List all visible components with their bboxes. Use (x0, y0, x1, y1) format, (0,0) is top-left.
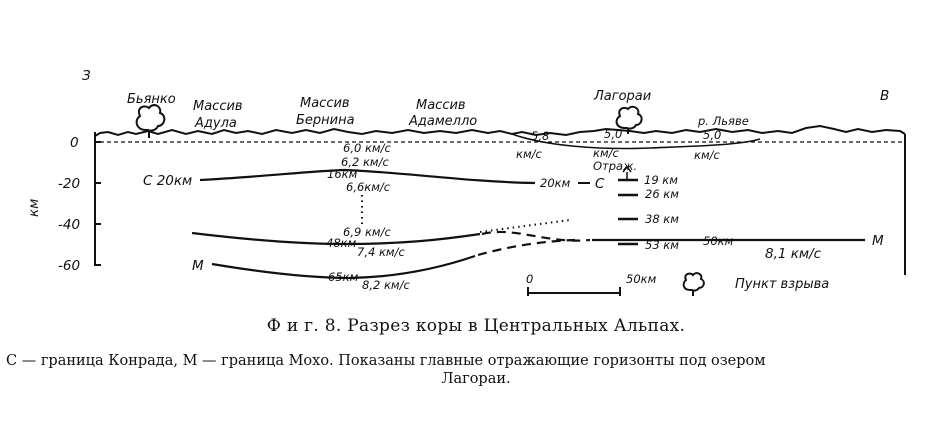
tick-label-40: -40 (58, 217, 80, 233)
reflection-26: 26 км (645, 187, 679, 201)
place-adula-2: Адула (194, 116, 237, 131)
figure-caption-note: С — граница Конрада, М — граница Мохо. П… (6, 352, 946, 388)
place-bernina-2: Бернина (296, 113, 355, 128)
place-byanko: Бьянко (127, 92, 176, 107)
velocity-5-8: 5,8 (531, 129, 549, 143)
conrad-boundary (199, 168, 536, 185)
tick-label-0: 0 (70, 135, 79, 151)
velocity-6-0: 6,0 км/с (343, 141, 391, 155)
intermediate-boundary-dotted (479, 219, 571, 233)
axis-unit-label: км (26, 199, 42, 217)
reflection-arrow-head (622, 165, 632, 173)
depth-20: 20км (540, 176, 571, 190)
depth-50: 50км (703, 234, 734, 248)
caption-note-line-1: С — граница Конрада, М — граница Мохо. П… (6, 353, 766, 369)
moho-label-left: М (192, 258, 204, 274)
tick-label-20: -20 (58, 176, 80, 192)
place-lagorai: Лагораи (593, 89, 651, 104)
velocity-5-0-b: 5,0 (703, 128, 721, 142)
velocity-5-0-a-unit: км/с (593, 146, 619, 160)
surface-profile (94, 124, 906, 137)
conrad-label-right: С (595, 176, 605, 192)
shot-point-symbol-byanko (135, 104, 166, 138)
place-adula-1: Массив (193, 99, 243, 114)
east-label: В (880, 88, 889, 104)
scale-end-label: 50км (626, 272, 657, 286)
reflection-38: 38 км (645, 212, 679, 226)
depth-axis: 0 -20 -40 -60 км (26, 132, 101, 274)
moho-boundary-deep-dashed (477, 238, 576, 257)
moho-boundary-dashed (481, 230, 591, 242)
depth-65: 65км (328, 270, 359, 284)
place-adamello-2: Адамелло (408, 114, 477, 129)
place-bernina-1: Массив (300, 96, 350, 111)
velocity-8-1: 8,1 км/с (765, 246, 822, 262)
shot-point-symbol-lagorai (615, 105, 643, 134)
velocity-5-0-b-unit: км/с (694, 148, 720, 162)
conrad-label-left: С 20км (143, 173, 192, 189)
legend-explosion-point: Пункт взрыва (735, 277, 829, 292)
velocity-7-4: 7,4 км/с (357, 245, 405, 259)
velocity-6-2: 6,2 км/с (341, 155, 389, 169)
reflection-53: 53 км (645, 238, 679, 252)
west-label: З (82, 68, 91, 84)
depth-16: 16км (327, 167, 358, 181)
explosion-point-icon (682, 272, 705, 296)
moho-boundary (191, 231, 481, 246)
velocity-6-6: 6,6км/с (346, 180, 391, 194)
moho-label-right: М (872, 233, 884, 249)
tick-label-60: -60 (58, 258, 80, 274)
depth-48: 48км (326, 236, 357, 250)
moho-boundary-deep (211, 254, 476, 280)
velocity-8-2: 8,2 км/с (362, 278, 410, 292)
place-adamello-1: Массив (416, 98, 466, 113)
reflection-19: 19 км (644, 173, 678, 187)
caption-note-line-2: Лагораи. (441, 371, 511, 387)
velocity-6-9: 6,9 км/с (343, 225, 391, 239)
velocity-5-8-unit: км/с (516, 147, 542, 161)
place-lyave: р. Льяве (697, 114, 749, 128)
velocity-5-0-a: 5,0 (604, 127, 622, 141)
scale-start-label: 0 (526, 272, 533, 286)
reflection-title: Отраж. (593, 159, 637, 173)
figure-caption-title: Ф и г. 8. Разрез коры в Центральных Альп… (266, 316, 686, 336)
sedimentary-lens (511, 133, 761, 150)
scale-bar: 0 50км (526, 272, 657, 296)
